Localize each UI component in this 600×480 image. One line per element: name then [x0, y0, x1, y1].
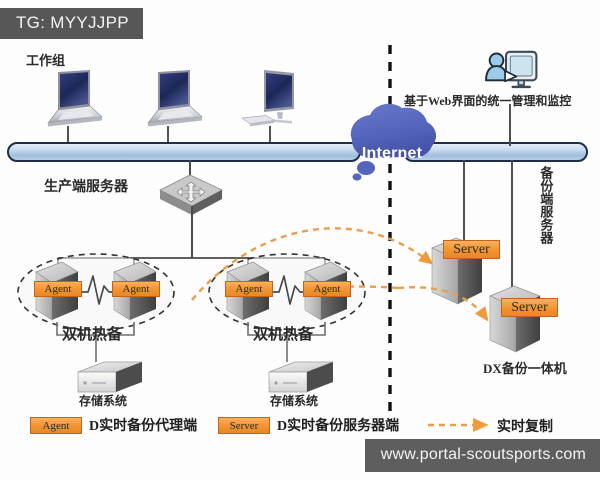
- agent-badge-4[interactable]: Agent: [303, 281, 351, 297]
- workstation-laptop-1: [47, 70, 103, 127]
- workstation-laptop-2: [147, 70, 203, 127]
- legend-label-server: D实时备份服务器端: [277, 419, 400, 434]
- agent-badge-1[interactable]: Agent: [34, 281, 82, 297]
- production-network-bus: [7, 142, 361, 162]
- appliance-label: DX备份一体机: [483, 361, 567, 376]
- site-watermark: www.portal-scoutsports.com: [364, 439, 600, 472]
- internet-cloud: [350, 103, 437, 181]
- legend-label-agent: D实时备份代理端: [89, 419, 198, 434]
- cluster-1-name: 双机热备: [62, 327, 123, 343]
- legend-chip-server: Server: [218, 416, 270, 434]
- legend-chip-agent: Agent: [30, 416, 82, 434]
- admin-user-icon: [484, 50, 538, 89]
- replication-arrow-1: [191, 227, 434, 301]
- cluster-1-heartbeat: [78, 275, 118, 305]
- backup-server-1: [431, 237, 483, 305]
- cluster-2-heartbeat: [269, 275, 309, 305]
- agent-badge-3[interactable]: Agent: [225, 281, 273, 297]
- legend-item-server: Server D实时备份服务器端: [218, 415, 399, 435]
- server-badge-1[interactable]: Server: [443, 240, 500, 259]
- server-badge-2[interactable]: Server: [501, 298, 558, 317]
- cluster-1-storage-device: [77, 361, 143, 393]
- internet-label: Internet: [362, 145, 423, 162]
- backup-servers-label: 备份端服务器: [538, 166, 554, 244]
- agent-badge-2[interactable]: Agent: [112, 281, 160, 297]
- legend-item-replication: 实时复制: [497, 416, 553, 436]
- web-management-label: 基于Web界面的统一管理和监控: [404, 94, 572, 108]
- network-switch-icon: [159, 174, 223, 215]
- backup-server-2: [489, 285, 541, 353]
- workstation-desktop-1: [241, 70, 294, 127]
- replication-arrow-2: [397, 286, 489, 322]
- legend-label-replication: 实时复制: [497, 420, 553, 435]
- cluster-2-storage-label: 存储系统: [270, 394, 319, 408]
- production-servers-label: 生产端服务器: [44, 180, 128, 195]
- cluster-1-storage-label: 存储系统: [79, 394, 128, 408]
- cluster-2-storage-device: [268, 361, 334, 393]
- cluster-2-name: 双机热备: [253, 327, 314, 343]
- workgroup-label: 工作组: [26, 53, 66, 68]
- legend-item-agent: Agent D实时备份代理端: [30, 415, 197, 435]
- tg-badge: TG: MYYJJPP: [0, 8, 143, 39]
